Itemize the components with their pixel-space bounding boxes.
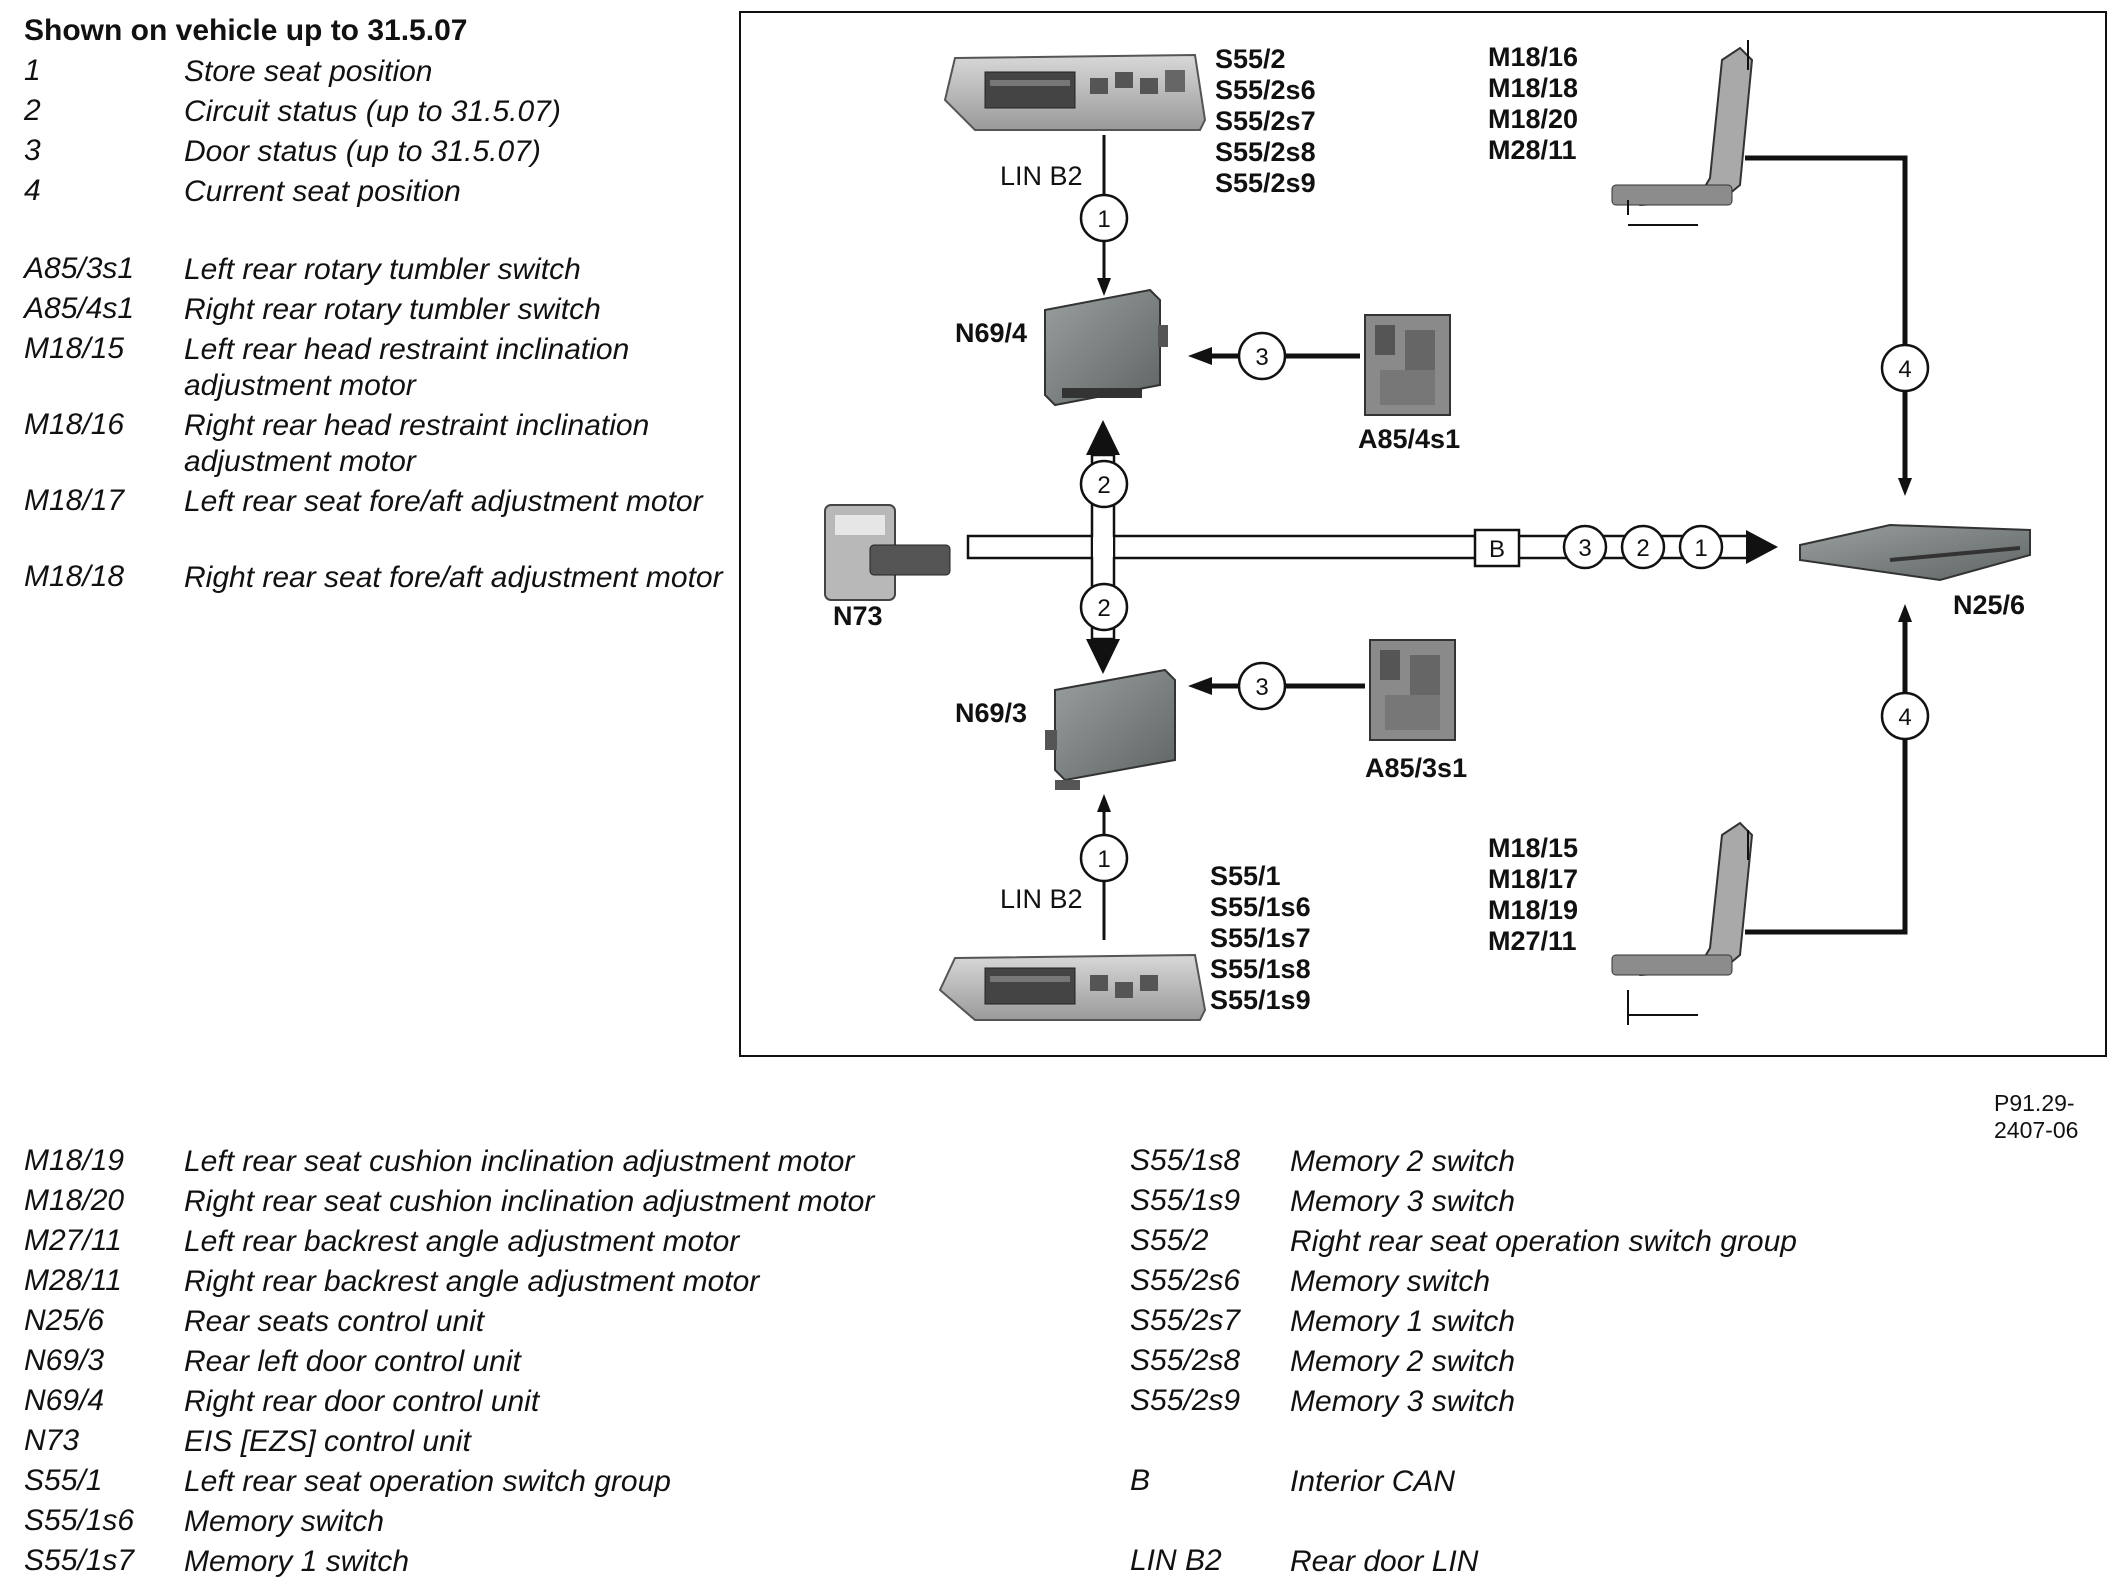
label-a85-3s1: A85/3s1 xyxy=(1365,753,1467,783)
badge-3-top: 3 xyxy=(1237,331,1287,381)
tumbler-switch-a85-3s1 xyxy=(1369,639,1456,741)
svg-text:1: 1 xyxy=(1097,206,1110,233)
badge-2-bottom: 2 xyxy=(1079,582,1129,632)
label-m18-15: M18/15 xyxy=(1488,833,1578,863)
label-m18-17: M18/17 xyxy=(1488,864,1578,894)
svg-text:2: 2 xyxy=(1097,595,1110,622)
switch-panel-bottom xyxy=(938,953,1207,1021)
label-n69-3: N69/3 xyxy=(955,698,1027,728)
control-unit-n69-4 xyxy=(1044,288,1168,407)
label-n69-4: N69/4 xyxy=(955,318,1027,348)
label-s55-1s8: S55/1s8 xyxy=(1210,954,1311,984)
label-s55-2s9: S55/2s9 xyxy=(1215,168,1316,198)
label-s55-1: S55/1 xyxy=(1210,861,1281,891)
svg-text:2: 2 xyxy=(1097,472,1110,499)
label-s55-2s7: S55/2s7 xyxy=(1215,106,1316,136)
label-m18-20: M18/20 xyxy=(1488,104,1578,134)
label-a85-4s1: A85/4s1 xyxy=(1358,424,1460,454)
diagram-frame xyxy=(739,11,2107,1057)
label-m18-18: M18/18 xyxy=(1488,73,1578,103)
legend-title: Shown on vehicle up to 31.5.07 xyxy=(24,14,468,47)
badge-1-top: 1 xyxy=(1079,193,1129,243)
door-status-wire-bottom xyxy=(1188,677,1365,695)
seat-position-wire-top xyxy=(1745,155,1912,496)
label-m27-11: M27/11 xyxy=(1488,926,1577,956)
svg-text:2: 2 xyxy=(1636,535,1649,562)
label-lin-bottom: LIN B2 xyxy=(1000,884,1083,914)
label-n73: N73 xyxy=(833,601,883,631)
svg-text:1: 1 xyxy=(1694,535,1707,562)
tumbler-switch-a85-4s1 xyxy=(1364,314,1451,416)
seat-left xyxy=(1611,821,1754,1025)
ignition-unit-n73 xyxy=(824,504,951,601)
badge-1-bottom: 1 xyxy=(1079,833,1129,883)
label-m28-11: M28/11 xyxy=(1488,135,1577,165)
badge-4-top: 4 xyxy=(1880,343,1930,393)
badge-3-bottom: 3 xyxy=(1237,661,1287,711)
svg-text:3: 3 xyxy=(1578,535,1591,562)
label-s55-2: S55/2 xyxy=(1215,44,1286,74)
svg-text:4: 4 xyxy=(1898,704,1911,731)
control-unit-n25-6 xyxy=(1799,523,2031,582)
svg-text:1: 1 xyxy=(1097,846,1110,873)
label-m18-16: M18/16 xyxy=(1488,42,1578,72)
svg-text:4: 4 xyxy=(1898,356,1911,383)
label-s55-1s6: S55/1s6 xyxy=(1210,892,1311,922)
badge-2-top: 2 xyxy=(1079,459,1129,509)
badge-4-bottom: 4 xyxy=(1880,691,1930,741)
label-s55-2s8: S55/2s8 xyxy=(1215,137,1316,167)
label-s55-2s6: S55/2s6 xyxy=(1215,75,1316,105)
control-unit-n69-3 xyxy=(1045,668,1176,790)
seat-right xyxy=(1611,40,1754,226)
bus-badge-3: 3 xyxy=(1562,524,1608,570)
label-s55-1s9: S55/1s9 xyxy=(1210,985,1311,1015)
switch-panel-top xyxy=(943,53,1207,131)
bus-badge-2: 2 xyxy=(1620,524,1666,570)
label-s55-1s7: S55/1s7 xyxy=(1210,923,1311,953)
svg-text:3: 3 xyxy=(1255,674,1268,701)
label-n25-6: N25/6 xyxy=(1953,590,2025,620)
bus-badge-1: 1 xyxy=(1678,524,1724,570)
svg-text:3: 3 xyxy=(1255,344,1268,371)
label-m18-19: M18/19 xyxy=(1488,895,1578,925)
label-lin-top: LIN B2 xyxy=(1000,161,1083,191)
bus-b-label: B xyxy=(1473,528,1521,568)
figure-reference: P91.29-2407-06 xyxy=(1994,1090,2079,1143)
seat-position-wire-bottom xyxy=(1745,604,1912,935)
svg-text:B: B xyxy=(1489,536,1505,563)
